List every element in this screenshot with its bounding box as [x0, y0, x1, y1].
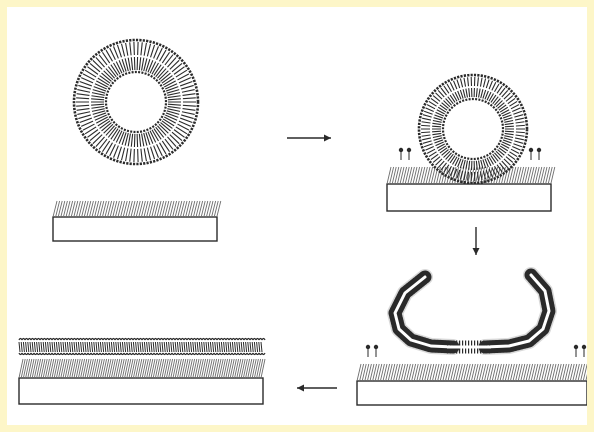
- arrow-stage2-to-stage3: [473, 227, 480, 255]
- substrate-block: [53, 217, 217, 241]
- substrate-stage-2: [387, 184, 551, 211]
- bilayer-heads-top: [19, 339, 265, 341]
- arrow-stage1-to-stage2: [287, 135, 331, 142]
- bilayer-tails: [19, 342, 262, 352]
- substrate-stage-4: [19, 378, 263, 404]
- substrate-block: [357, 381, 587, 405]
- substrate-stage-3: [357, 381, 587, 405]
- lipid-head: [537, 148, 541, 152]
- hatch-lines: [19, 359, 265, 378]
- arrow-head: [324, 135, 331, 142]
- vesicle-tails: [421, 77, 525, 181]
- hatch-lines: [53, 201, 221, 217]
- vesicle-fusion-diagram: [7, 7, 587, 425]
- lipid-head: [399, 148, 403, 152]
- figure-canvas: [7, 7, 587, 425]
- lipid-bilayer-stage-4: [19, 339, 265, 355]
- lipid-head: [574, 345, 578, 349]
- lipid-vesicle-stage-3: [395, 275, 549, 347]
- lipid-monolayer-stage-4: [19, 359, 265, 378]
- lipid-head: [407, 148, 411, 152]
- substrate-stage-1: [53, 217, 217, 241]
- lipid-head: [374, 345, 378, 349]
- lipid-head: [529, 148, 533, 152]
- hatch-lines: [357, 364, 587, 381]
- vesicle-tails: [76, 42, 196, 162]
- substrate-block: [387, 184, 551, 211]
- lipid-vesicle-stage-1: [74, 40, 198, 164]
- arrow-head: [297, 385, 304, 392]
- vesicle-inner-heads: [106, 72, 166, 132]
- vesicle-inner-heads: [443, 99, 503, 159]
- lipid-head: [582, 345, 586, 349]
- vesicle-left-arm: [395, 277, 453, 347]
- arrow-stage3-to-stage4: [297, 385, 337, 392]
- lipid-monolayer-stage-1: [53, 201, 221, 217]
- bilayer-heads-bottom: [19, 353, 265, 355]
- lipid-monolayer-stage-3: [357, 364, 587, 381]
- lipid-vesicle-stage-2: [419, 75, 527, 183]
- lipid-head: [366, 345, 370, 349]
- substrate-block: [19, 378, 263, 404]
- vesicle-right-arm: [485, 275, 549, 347]
- arrow-head: [473, 248, 480, 255]
